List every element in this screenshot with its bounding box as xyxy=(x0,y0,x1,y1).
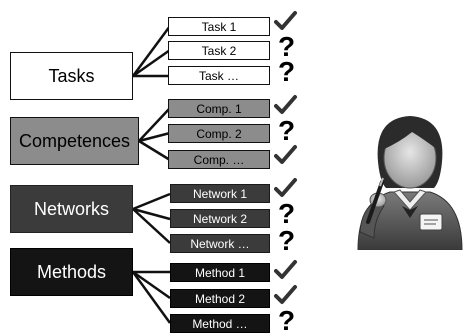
connector-line xyxy=(138,139,171,162)
category-tasks: Tasks xyxy=(10,52,133,100)
network-item: Network 1 xyxy=(170,184,270,203)
connector-line xyxy=(131,25,172,77)
connector-line xyxy=(131,271,172,324)
competence-item: Comp. 1 xyxy=(168,99,270,118)
connector-line xyxy=(132,207,171,221)
method-item: Method 2 xyxy=(170,289,270,308)
check-icon xyxy=(274,178,297,197)
check-icon xyxy=(274,95,297,114)
check-icon xyxy=(274,285,297,304)
connector-line xyxy=(132,270,171,300)
question-mark-icon: ? xyxy=(278,56,296,87)
competence-item: Comp. 2 xyxy=(168,124,270,143)
check-icon xyxy=(274,260,297,279)
check-icon xyxy=(274,145,297,164)
category-methods: Methods xyxy=(10,248,133,296)
method-item: Method 1 xyxy=(170,263,270,282)
question-mark-icon: ? xyxy=(278,305,296,336)
task-item: Task 1 xyxy=(168,17,270,36)
question-mark-icon: ? xyxy=(278,31,296,62)
user-avatar-icon xyxy=(357,116,463,250)
category-competences: Competences xyxy=(10,117,139,165)
connector-line xyxy=(138,107,171,142)
task-item: Task … xyxy=(168,66,270,85)
network-item: Network … xyxy=(170,234,270,253)
connector-line xyxy=(132,208,171,244)
connector-line xyxy=(132,192,171,211)
question-mark-icon: ? xyxy=(278,198,296,229)
check-icon xyxy=(274,11,297,30)
question-mark-icon: ? xyxy=(278,225,296,256)
connector-line xyxy=(138,131,171,143)
category-networks: Networks xyxy=(10,185,133,233)
question-mark-icon: ? xyxy=(278,115,296,146)
competence-item: Comp. … xyxy=(168,150,270,169)
task-item: Task 2 xyxy=(168,41,270,60)
method-item: Method … xyxy=(170,314,270,333)
connector-line xyxy=(132,48,171,78)
network-item: Network 2 xyxy=(170,209,270,228)
